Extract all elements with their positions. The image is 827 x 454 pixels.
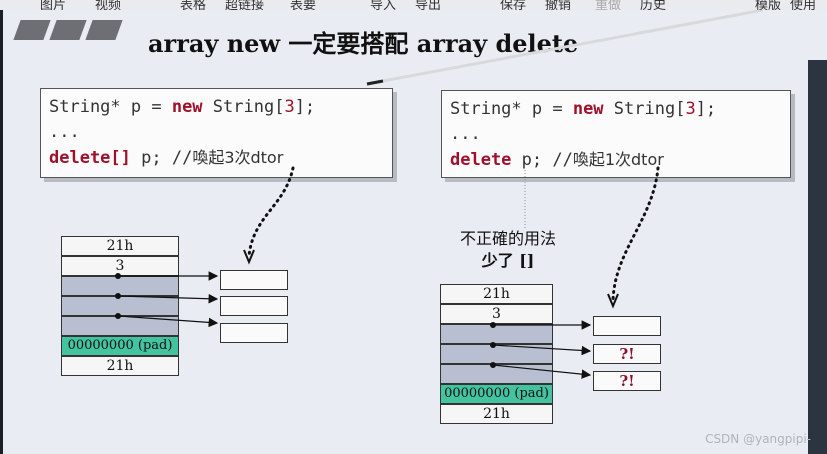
memory-cell-count: 3 [440, 304, 553, 324]
pointer-arrow [492, 344, 592, 356]
menu-item-usage[interactable]: 使用 [790, 0, 817, 10]
dtor-arrow [247, 166, 295, 258]
string-object: ?! [593, 344, 661, 364]
memory-cell-cookie: 21h [61, 236, 179, 256]
string-object [220, 323, 288, 343]
menu-item-image[interactable]: 图片 [40, 0, 67, 10]
video-edge [808, 60, 827, 454]
memory-cell-cookie: 21h [440, 404, 553, 424]
memory-cell-pad: 00000000 (pad) [61, 336, 179, 356]
menu-item-table[interactable]: 表格 [180, 0, 207, 10]
menu-item-save[interactable]: 保存 [500, 0, 527, 10]
watermark: CSDN @yangpipi- [705, 432, 811, 446]
string-object [220, 296, 288, 316]
presenter-pointer [366, 10, 764, 86]
dtor-arrowhead [607, 293, 619, 309]
code-line: String* p = new String[3]; [49, 97, 316, 117]
menu-item-redo[interactable]: 重做 [595, 0, 622, 10]
diagram-arrows [117, 10, 764, 379]
code-line: ... [450, 124, 481, 144]
pointer-arrow [492, 364, 592, 379]
app-toolbar: 图片 视频 表格 超链接 表要 导入 导出 保存 撤销 重做 历史 模版 使用 [0, 0, 827, 10]
caption-line: 不正確的用法 [459, 229, 556, 248]
pointer-arrow [117, 293, 219, 304]
menu-item-import[interactable]: 导入 [370, 0, 397, 10]
pointer-arrow [117, 315, 219, 328]
menu-item-history[interactable]: 历史 [640, 0, 667, 10]
code-line: delete[] p; //喚起3次dtor [49, 148, 284, 168]
menu-item-summary[interactable]: 表要 [290, 0, 317, 10]
menu-item-video[interactable]: 视频 [95, 0, 122, 10]
menu-item-undo[interactable]: 撤销 [545, 0, 572, 10]
dtor-arrow [611, 166, 660, 302]
code-line: String* p = new String[3]; [450, 99, 717, 119]
menu-item-export[interactable]: 导出 [415, 0, 442, 10]
memory-cell-cookie: 21h [440, 284, 553, 304]
dtor-arrowhead [243, 249, 255, 265]
code-box-left: String* p = new String[3]; ... delete[] … [40, 88, 393, 178]
code-line: ... [49, 122, 80, 142]
string-object [220, 270, 288, 290]
menu-item-template[interactable]: 模版 [755, 0, 782, 10]
caption-line: 少了 [] [481, 251, 535, 270]
memory-cell-pointer [440, 364, 553, 384]
memory-cell-pad: 00000000 (pad) [440, 384, 553, 404]
presenter-pointer-tip [366, 79, 384, 86]
string-object: ?! [593, 371, 661, 391]
menu-item-link[interactable]: 超链接 [225, 0, 265, 10]
memory-block-left: 21h 3 00000000 (pad) 21h [61, 236, 179, 378]
slide-canvas: array new 一定要搭配 array delete String* p =… [3, 10, 827, 454]
incorrect-usage-caption: 不正確的用法 少了 [] [433, 228, 583, 272]
memory-cell-pointer [440, 344, 553, 364]
memory-cell-cookie: 21h [61, 356, 179, 376]
string-object [593, 316, 661, 336]
code-line: delete p; //喚起1次dtor [450, 150, 664, 170]
memory-block-right: 21h 3 00000000 (pad) 21h [440, 284, 553, 426]
code-box-right: String* p = new String[3]; ... delete p;… [441, 90, 791, 178]
slide-title: array new 一定要搭配 array delete [148, 29, 579, 58]
